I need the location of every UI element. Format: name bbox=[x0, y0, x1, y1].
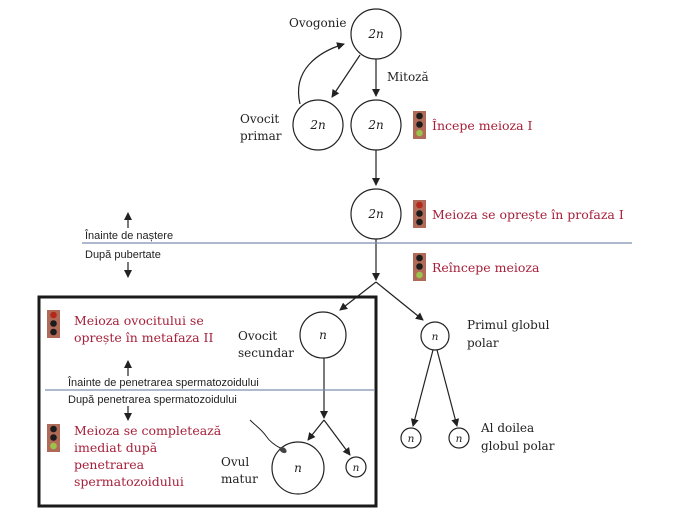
caption-inainte-nastere: Înainte de naștere bbox=[84, 229, 173, 242]
event-completeaza-1: Meioza se completează bbox=[74, 423, 222, 438]
label-ovul-2: matur bbox=[221, 472, 258, 486]
traffic-light-icon bbox=[47, 310, 60, 338]
label-al-doilea-2: globul polar bbox=[481, 439, 555, 453]
label-ovocit-secundar-2: secundar bbox=[238, 346, 294, 360]
sperm-icon bbox=[249, 419, 287, 454]
cell-primul-globul-polar: n bbox=[420, 321, 450, 351]
label-ovul-1: Ovul bbox=[221, 455, 249, 469]
traffic-light-icon bbox=[413, 111, 426, 139]
caption-dupa-pubertate: După pubertate bbox=[85, 249, 161, 261]
cell-ovocit-primar-left-label: 2n bbox=[309, 118, 325, 132]
cell-ovogonie-label: 2n bbox=[367, 27, 383, 41]
event-reincepe-meioza: Reîncepe meioza bbox=[432, 260, 540, 275]
cell-ovul-label: n bbox=[294, 461, 302, 475]
event-opreste-metafaza-1: Meioza ovocitului se bbox=[74, 313, 204, 328]
arrow-ovogonie-to-primar-left bbox=[331, 54, 361, 98]
traffic-light-icon bbox=[413, 200, 426, 228]
label-ovogonie: Ovogonie bbox=[289, 16, 346, 30]
label-ovocit-primar-2: primar bbox=[240, 129, 282, 143]
event-opreste-metafaza-2: oprește în metafaza II bbox=[74, 330, 213, 345]
cell-second-polar-b-label: n bbox=[456, 433, 463, 445]
event-incepe-meioza: Începe meioza I bbox=[432, 118, 533, 133]
label-ovocit-secundar-1: Ovocit bbox=[238, 329, 277, 343]
cell-second-polar-a: n bbox=[400, 427, 422, 449]
event-completeaza-2: imediat după bbox=[74, 440, 158, 455]
cell-small-polar: n bbox=[345, 456, 367, 478]
label-mitoza: Mitoză bbox=[387, 70, 429, 84]
label-primul-globul-2: polar bbox=[467, 336, 499, 350]
cell-ovocit-secundar: n bbox=[299, 311, 347, 359]
event-completeaza-4: spermatozoidului bbox=[74, 474, 184, 489]
label-primul-globul-1: Primul globul bbox=[467, 318, 550, 332]
cell-arrested-profaza: 2n bbox=[350, 188, 402, 240]
arrow-to-ovul bbox=[307, 419, 325, 441]
label-ovocit-primar-1: Ovocit bbox=[240, 112, 279, 126]
cell-ovocit-primar-left: 2n bbox=[292, 99, 344, 151]
cell-primul-globul-label: n bbox=[432, 331, 439, 343]
cell-arrested-label: 2n bbox=[367, 207, 383, 221]
event-completeaza-3: penetrarea bbox=[74, 457, 145, 472]
arrow-self-renewal bbox=[297, 42, 345, 105]
arrow-to-small-polar bbox=[323, 419, 351, 456]
cell-small-polar-label: n bbox=[353, 462, 360, 474]
cell-ovul-matur: n bbox=[271, 441, 325, 495]
cell-ovocit-primar-right: 2n bbox=[350, 99, 402, 151]
post-pubertate-box bbox=[37, 295, 378, 508]
cell-ovogonie: 2n bbox=[350, 8, 402, 60]
cell-second-polar-a-label: n bbox=[408, 433, 415, 445]
traffic-light-icon bbox=[413, 253, 426, 281]
event-opreste-profaza: Meioza se oprește în profaza I bbox=[432, 207, 624, 222]
traffic-light-icon bbox=[47, 424, 60, 452]
arrows bbox=[124, 42, 460, 456]
arrow-to-second-polar-b bbox=[436, 349, 460, 427]
cell-second-polar-b: n bbox=[448, 427, 470, 449]
caption-dupa-penetrare: După penetrarea spermatozoidului bbox=[68, 394, 237, 406]
caption-inainte-penetrare: Înainte de penetrarea spermatozoidului bbox=[67, 376, 259, 389]
cell-ovocit-primar-right-label: 2n bbox=[367, 118, 383, 132]
arrow-to-second-polar-a bbox=[410, 349, 434, 427]
label-al-doilea-1: Al doilea bbox=[480, 421, 534, 435]
arrow-to-primul-globul bbox=[375, 281, 424, 321]
cell-ovocit-secundar-label: n bbox=[319, 328, 327, 342]
